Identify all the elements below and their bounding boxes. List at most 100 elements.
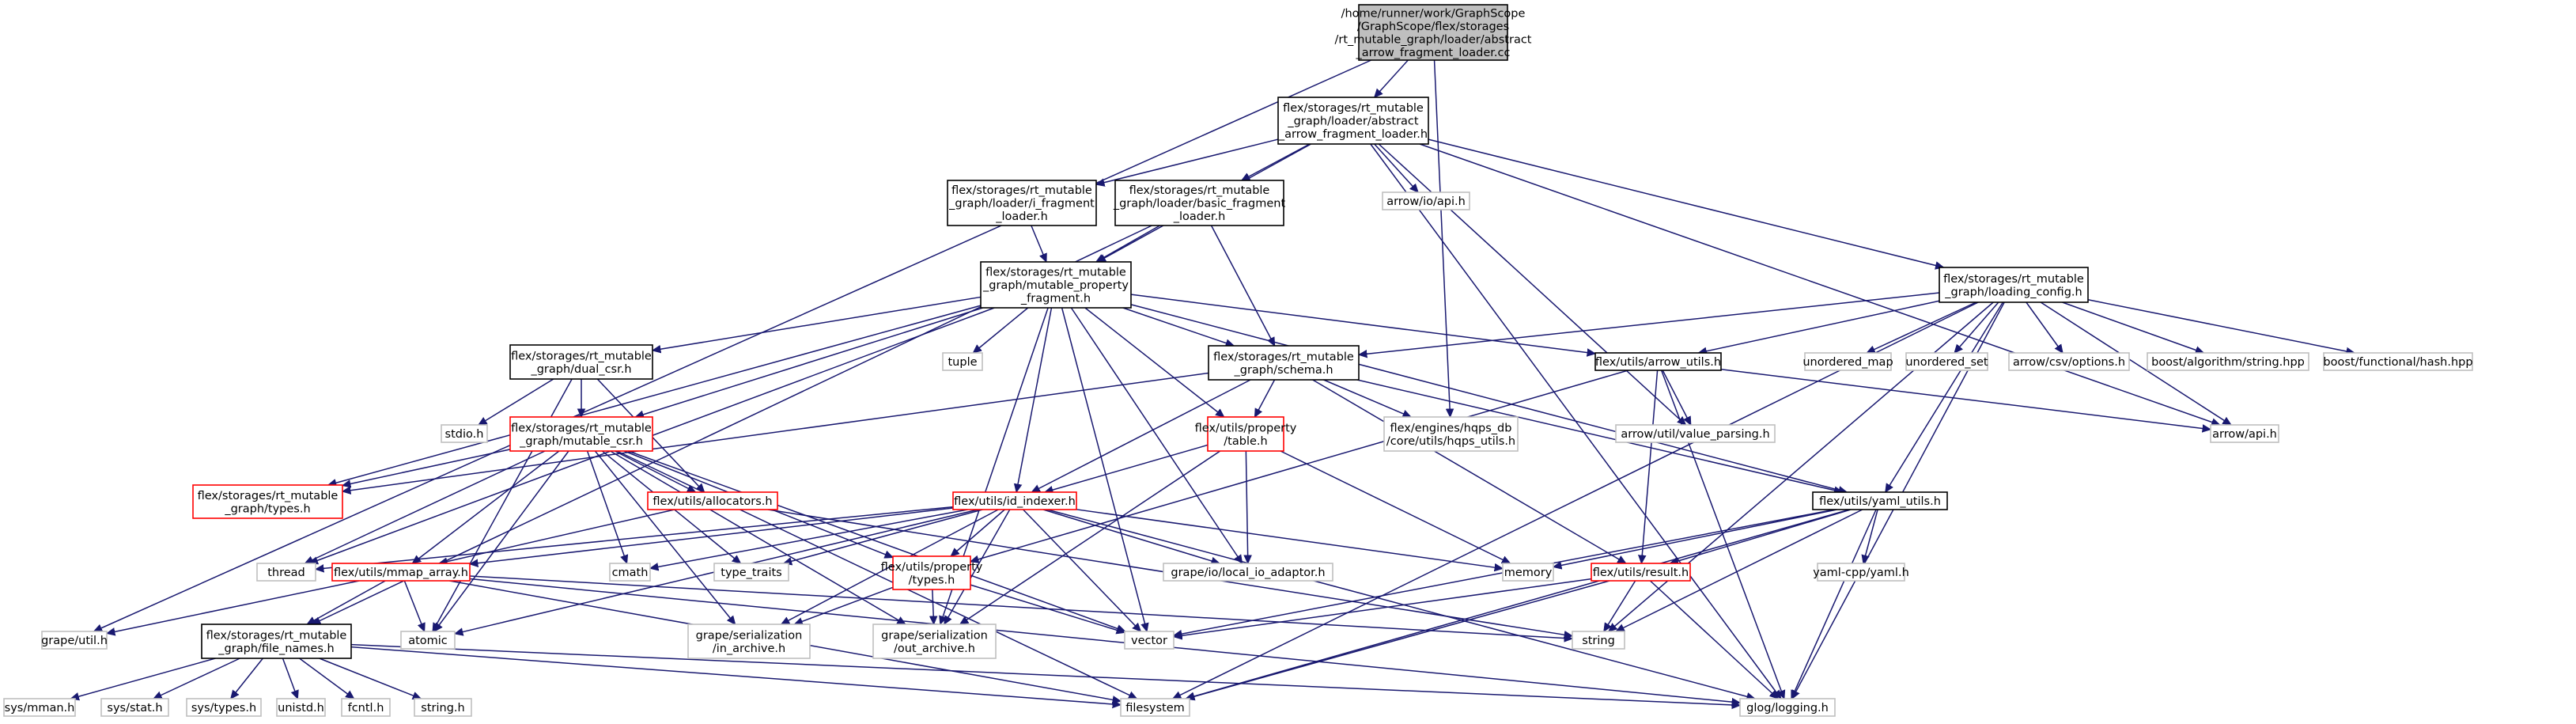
edge-prop_table-to-local_io xyxy=(1246,450,1247,563)
node-memory: memory xyxy=(1502,563,1554,582)
node-box-sys_mman xyxy=(3,698,76,717)
node-string_h: string.h xyxy=(414,698,472,717)
edge-loading_cfg-to-boost_hash xyxy=(2087,299,2355,353)
node-label-sys_mman-line-0: sys/mman.h xyxy=(5,702,75,715)
node-box-boost_hash xyxy=(2323,352,2473,371)
edge-root-to-abstract_h xyxy=(1375,59,1409,97)
edge-abstract_h-to-i_frag xyxy=(1096,138,1279,184)
node-mpf[interactable]: flex/storages/rt_mutable_graph/mutable_p… xyxy=(980,261,1132,309)
node-grape_util: grape/util.h xyxy=(41,631,108,650)
node-loading_cfg[interactable]: flex/storages/rt_mutable_graph/loading_c… xyxy=(1939,267,2089,303)
edge-schema-to-result xyxy=(1312,379,1626,564)
node-yaml_utils[interactable]: flex/utils/yaml_utils.h xyxy=(1812,491,1948,510)
edge-prop_types-to-vector xyxy=(970,584,1125,632)
edge-id_indexer-to-glog xyxy=(1046,509,1755,699)
node-basic_frag[interactable]: flex/storages/rt_mutable_graph/loader/ba… xyxy=(1113,180,1286,226)
node-box-arrow_csv xyxy=(2008,352,2130,371)
edge-result-to-glog xyxy=(1649,580,1778,699)
node-label-value_parsing-line-0: arrow/util/value_parsing.h xyxy=(1621,428,1769,441)
edge-mmap_array-to-glog xyxy=(469,578,1740,703)
node-label-hqps-line-0: flex/engines/hqps_db xyxy=(1390,422,1512,434)
node-id_indexer[interactable]: flex/utils/id_indexer.h xyxy=(952,491,1077,510)
nodes-layer: /home/runner/work/GraphScope/GraphScope/… xyxy=(3,4,2473,717)
node-label-i_frag-line-2: _loader.h xyxy=(995,210,1048,223)
node-arrow_utils[interactable]: flex/utils/arrow_utils.h xyxy=(1594,352,1722,371)
node-mmap_array[interactable]: flex/utils/mmap_array.h xyxy=(331,563,471,582)
node-file_names[interactable]: flex/storages/rt_mutable_graph/file_name… xyxy=(201,624,352,659)
node-arrow_io: arrow/io/api.h xyxy=(1382,191,1470,210)
edge-allocators-to-mmap_array xyxy=(439,509,675,563)
node-unordered_set: unordered_set xyxy=(1905,352,1988,371)
node-box-sys_types xyxy=(186,698,262,717)
node-box-glog xyxy=(1739,698,1836,717)
edge-mutable_csr-to-atomic xyxy=(434,450,569,631)
edge-id_indexer-to-out_archive xyxy=(944,509,1011,624)
edge-file_names-to-unistd xyxy=(282,658,297,699)
node-box-yaml_cpp xyxy=(1817,563,1905,582)
node-box-mmap_array xyxy=(331,563,471,582)
node-label-basic_frag-line-0: flex/storages/rt_mutable xyxy=(1129,184,1270,197)
node-box-filesystem xyxy=(1120,698,1190,717)
node-label-root-line-1: /GraphScope/flex/storages xyxy=(1357,21,1509,33)
node-label-loading_cfg-line-1: _graph/loading_config.h xyxy=(1944,286,2082,298)
node-root[interactable]: /home/runner/work/GraphScope/GraphScope/… xyxy=(1335,4,1532,61)
node-label-file_names-line-1: _graph/file_names.h xyxy=(218,643,334,655)
node-filesystem: filesystem xyxy=(1120,698,1190,717)
edge-yaml_utils-to-string xyxy=(1616,509,1863,632)
node-dual_csr[interactable]: flex/storages/rt_mutable_graph/dual_csr.… xyxy=(509,344,653,380)
node-label-arrow_csv-line-0: arrow/csv/options.h xyxy=(2013,356,2125,369)
node-label-cmath-line-0: cmath xyxy=(612,567,649,579)
node-label-arrow_utils-line-0: flex/utils/arrow_utils.h xyxy=(1595,356,1721,369)
edge-root-to-grape_util xyxy=(94,59,1372,632)
node-i_frag[interactable]: flex/storages/rt_mutable_graph/loader/i_… xyxy=(947,180,1097,226)
edge-arrow_utils-to-result xyxy=(1641,370,1659,563)
edge-id_indexer-to-local_io xyxy=(1042,509,1220,563)
node-rt_types[interactable]: flex/storages/rt_mutable_graph/types.h xyxy=(192,484,343,519)
edge-schema-to-id_indexer xyxy=(1031,379,1251,493)
node-arrow_csv: arrow/csv/options.h xyxy=(2008,352,2130,371)
edge-loading_cfg-to-arrow_csv xyxy=(2026,301,2063,353)
edge-mpf-to-vector xyxy=(1061,307,1147,631)
edge-abstract_h-to-value_parsing xyxy=(1378,143,1685,425)
node-result[interactable]: flex/utils/result.h xyxy=(1591,563,1691,582)
node-box-arrow_io xyxy=(1382,191,1470,210)
node-abstract_h[interactable]: flex/storages/rt_mutable_graph/loader/ab… xyxy=(1277,97,1429,145)
edge-mmap_array-to-grape_util xyxy=(107,580,360,633)
node-label-arrow_io-line-0: arrow/io/api.h xyxy=(1386,195,1466,208)
node-box-basic_frag xyxy=(1114,180,1284,226)
node-prop_types[interactable]: flex/utils/property/types.h xyxy=(881,555,983,590)
node-box-root xyxy=(1358,4,1508,61)
edge-mpf-to-tuple xyxy=(973,307,1029,353)
node-label-stdio-line-0: stdio.h xyxy=(445,428,484,441)
node-box-arrow_utils xyxy=(1594,352,1722,371)
edge-loading_cfg-to-schema xyxy=(1359,292,1940,354)
node-schema[interactable]: flex/storages/rt_mutable_graph/schema.h xyxy=(1208,345,1360,381)
node-prop_table[interactable]: flex/utils/property/table.h xyxy=(1195,416,1297,452)
node-glog: glog/logging.h xyxy=(1739,698,1836,717)
edge-id_indexer-to-thread xyxy=(316,506,954,570)
node-label-boost_str-line-0: boost/algorithm/string.hpp xyxy=(2151,356,2305,369)
node-label-loading_cfg-line-0: flex/storages/rt_mutable xyxy=(1943,273,2084,286)
node-label-thread-line-0: thread xyxy=(267,567,305,579)
edge-mutable_csr-to-rt_types xyxy=(342,449,511,486)
node-label-schema-line-1: _graph/schema.h xyxy=(1233,364,1333,377)
node-box-atomic xyxy=(400,631,456,650)
node-box-fcntl xyxy=(341,698,391,717)
node-out_archive: grape/serialization/out_archive.h xyxy=(872,624,997,659)
node-label-dual_csr-line-0: flex/storages/rt_mutable xyxy=(511,350,652,362)
node-cmath: cmath xyxy=(609,563,651,582)
node-label-i_frag-line-1: _graph/loader/i_fragment xyxy=(948,198,1095,210)
edge-prop_types-to-out_archive xyxy=(932,589,934,624)
node-label-abstract_h-line-1: _graph/loader/abstract xyxy=(1287,116,1418,128)
node-label-vector-line-0: vector xyxy=(1131,635,1167,647)
node-label-out_archive-line-1: /out_archive.h xyxy=(894,643,975,655)
node-allocators[interactable]: flex/utils/allocators.h xyxy=(647,491,778,510)
node-label-arrow_api-line-0: arrow/api.h xyxy=(2212,428,2277,441)
node-box-yaml_utils xyxy=(1812,491,1948,510)
node-box-prop_table xyxy=(1207,416,1284,452)
node-mutable_csr[interactable]: flex/storages/rt_mutable_graph/mutable_c… xyxy=(509,416,653,452)
edge-file_names-to-glog xyxy=(350,643,1740,706)
node-label-sys_types-line-0: sys/types.h xyxy=(191,702,256,715)
edge-prop_types-to-in_archive xyxy=(794,586,894,624)
node-label-filesystem-line-0: filesystem xyxy=(1125,702,1185,715)
